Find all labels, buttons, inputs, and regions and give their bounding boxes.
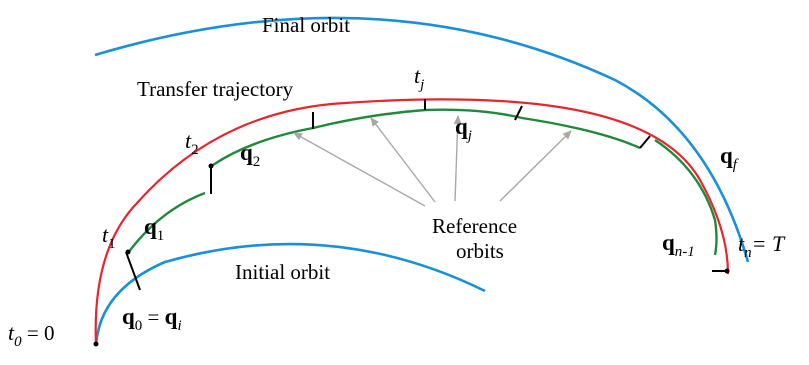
state-label-q0: q0 = qi <box>122 304 182 334</box>
state-label-qn1: qn-1 <box>662 230 695 260</box>
marker-q0 <box>125 251 141 291</box>
dot-t1 <box>125 249 131 255</box>
ref-arrow-5 <box>499 130 572 202</box>
reference-label-line2: orbits <box>456 239 504 263</box>
transfer-trajectory-curve <box>94 98 730 346</box>
ref-arrow-4 <box>453 115 462 202</box>
reference-segment-5 <box>521 116 641 150</box>
time-label-tj: tj <box>414 63 424 93</box>
final-orbit-label: Final orbit <box>262 13 350 37</box>
dot-t0 <box>93 341 99 347</box>
final-orbit-curve <box>94 16 750 263</box>
initial-orbit-curve <box>94 242 486 346</box>
reference-segment-6 <box>654 139 718 256</box>
time-label-tn: tn= T <box>738 231 786 261</box>
reference-segment-2 <box>212 126 314 166</box>
ref-arrow-3 <box>370 117 436 203</box>
reference-label-line1: Reference <box>432 214 517 238</box>
marker-qj <box>514 105 523 121</box>
time-label-t2: t2 <box>185 128 199 158</box>
marker-n1 <box>639 135 651 149</box>
state-label-q2: q2 <box>240 140 260 170</box>
reference-arrows <box>293 115 572 207</box>
transfer-trajectory-label: Transfer trajectory <box>137 77 294 101</box>
time-label-t1: t1 <box>102 222 116 252</box>
jump-markers <box>93 99 730 347</box>
reference-segment-3 <box>312 108 426 130</box>
reference-orbit-segments <box>127 108 718 256</box>
time-label-t0: t0 = 0 <box>8 320 54 350</box>
state-label-qf: qf <box>720 143 739 173</box>
reference-segment-1 <box>127 191 206 254</box>
initial-orbit-label: Initial orbit <box>235 260 330 284</box>
reference-segment-4 <box>424 108 523 120</box>
state-label-q1: q1 <box>144 214 164 244</box>
dot-t2 <box>208 163 214 169</box>
dot-tn <box>724 268 730 274</box>
ref-arrow-2 <box>293 132 426 207</box>
state-label-qj: qj <box>455 114 472 144</box>
